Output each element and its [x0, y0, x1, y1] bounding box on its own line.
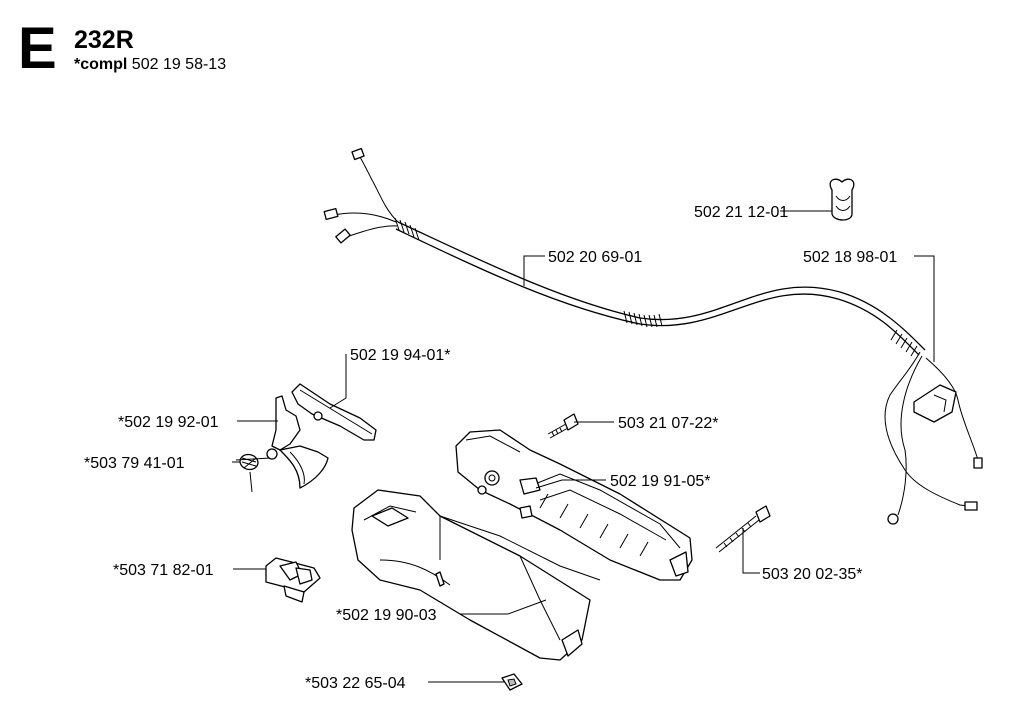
- nut-drawing: [501, 673, 523, 691]
- label-nut: *503 22 65-04: [305, 675, 406, 692]
- handle-left-drawing: [351, 489, 591, 661]
- label-handle-right: 502 19 91-05*: [610, 473, 711, 490]
- label-cable-clip: 502 21 12-01: [694, 204, 788, 221]
- leader-lines: [232, 210, 935, 683]
- label-handle-left: *502 19 90-03: [336, 607, 437, 624]
- label-wire-harness: 502 18 98-01: [803, 249, 897, 266]
- section-letter: E: [18, 16, 57, 81]
- screw-upper-drawing: [547, 413, 579, 439]
- label-throttle-lockout: 502 19 94-01*: [350, 347, 451, 364]
- compl-number: 502 19 58-13: [131, 56, 227, 73]
- handle-right-drawing: [439, 429, 693, 581]
- part-labels: 502 21 12-01 502 20 69-01 502 18 98-01 5…: [84, 204, 897, 692]
- model-title: 232R: [74, 26, 134, 54]
- cable-clip-drawing: [829, 178, 855, 221]
- label-screw-lower: 503 20 02-35*: [762, 566, 863, 583]
- throttle-trigger-drawing: [235, 383, 377, 493]
- label-throttle-trigger: *502 19 92-01: [118, 414, 219, 431]
- compl-prefix: *compl: [74, 56, 128, 73]
- label-throttle-cable: 502 20 69-01: [548, 249, 642, 266]
- label-stop-switch: *503 71 82-01: [113, 562, 214, 579]
- screw-lower-drawing: [715, 505, 771, 553]
- label-screw-upper: 503 21 07-22*: [618, 415, 719, 432]
- throttle-cable-drawing: [323, 147, 983, 525]
- compl-line: *compl 502 19 58-13: [74, 57, 226, 73]
- stop-switch-drawing: [265, 557, 321, 603]
- label-spring: *503 79 41-01: [84, 455, 185, 472]
